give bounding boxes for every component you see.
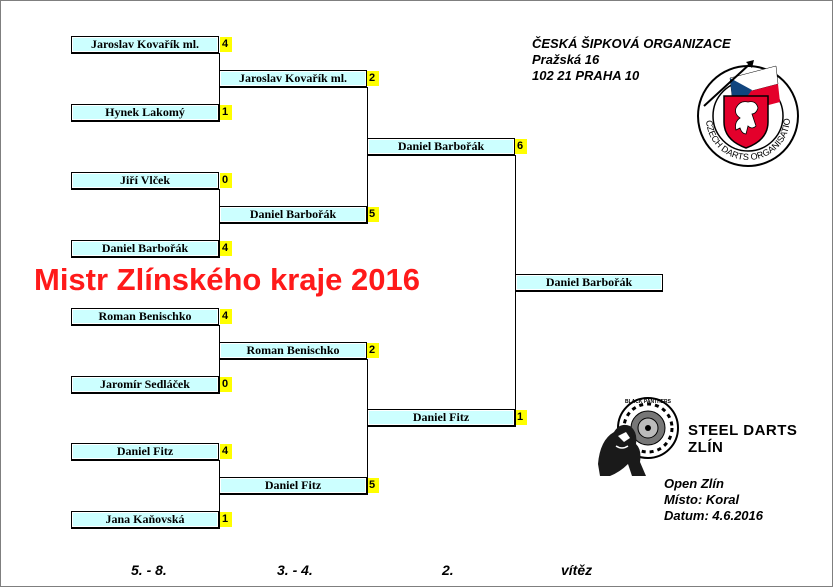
round3-player-1[interactable]: Daniel Barbořák xyxy=(367,138,515,155)
club-name: STEEL DARTS ZLÍN xyxy=(688,422,798,456)
round-label-winner: vítěz xyxy=(561,562,593,578)
round-label-2: 2. xyxy=(442,562,454,578)
connector-line xyxy=(515,291,663,292)
connector-line xyxy=(219,87,367,88)
round1-player-7[interactable]: Daniel Fitz xyxy=(71,443,219,460)
round2-player-3[interactable]: Roman Benischko xyxy=(219,342,367,359)
connector-line xyxy=(71,460,219,461)
connector-line xyxy=(71,393,219,394)
organization-address: ČESKÁ ŠIPKOVÁ ORGANIZACE Pražská 16 102 … xyxy=(532,36,731,84)
round2-score-2: 5 xyxy=(367,207,379,222)
connector-line xyxy=(71,528,219,529)
round1-player-3[interactable]: Jiří Vlček xyxy=(71,172,219,189)
round2-player-4[interactable]: Daniel Fitz xyxy=(219,477,367,494)
round1-score-5: 4 xyxy=(220,309,232,324)
round2-score-1: 2 xyxy=(367,71,379,86)
round1-score-4: 4 xyxy=(220,241,232,256)
connector-line xyxy=(71,189,219,190)
round1-score-8: 1 xyxy=(220,512,232,527)
event-info: Open Zlín Místo: Koral Datum: 4.6.2016 xyxy=(664,476,763,524)
organization-street: Pražská 16 xyxy=(532,52,600,67)
round1-player-5[interactable]: Roman Benischko xyxy=(71,308,219,325)
round1-player-1[interactable]: Jaroslav Kovařík ml. xyxy=(71,36,219,53)
round2-score-3: 2 xyxy=(367,343,379,358)
organization-name: ČESKÁ ŠIPKOVÁ ORGANIZACE xyxy=(532,36,731,51)
round1-score-2: 1 xyxy=(220,105,232,120)
connector-line xyxy=(219,223,367,224)
round-label-5-8: 5. - 8. xyxy=(131,562,167,578)
round1-player-2[interactable]: Hynek Lakomý xyxy=(71,104,219,121)
black-panther-dartboard-icon: BLACK PANTHERS xyxy=(598,397,679,476)
connector-line xyxy=(71,121,219,122)
round3-score-2: 1 xyxy=(515,410,527,425)
connector-line xyxy=(71,325,219,326)
winner-box[interactable]: Daniel Barbořák xyxy=(515,274,663,291)
round2-player-2[interactable]: Daniel Barbořák xyxy=(219,206,367,223)
connector-line xyxy=(367,359,368,495)
czech-darts-organisation-logo: CZECH DARTS ORGANISATION xyxy=(690,56,799,167)
round1-player-6[interactable]: Jaromír Sedláček xyxy=(71,376,219,393)
connector-line xyxy=(367,426,515,427)
round2-score-4: 5 xyxy=(367,478,379,493)
connector-line xyxy=(71,53,219,54)
connector-line xyxy=(219,494,367,495)
round2-player-1[interactable]: Jaroslav Kovařík ml. xyxy=(219,70,367,87)
connector-line xyxy=(367,155,515,156)
event-date: Datum: 4.6.2016 xyxy=(664,508,763,523)
event-name: Open Zlín xyxy=(664,476,724,491)
round1-score-6: 0 xyxy=(220,377,232,392)
round1-player-8[interactable]: Jana Kaňovská xyxy=(71,511,219,528)
round3-player-2[interactable]: Daniel Fitz xyxy=(367,409,515,426)
round3-score-1: 6 xyxy=(515,139,527,154)
organization-city: 102 21 PRAHA 10 xyxy=(532,68,640,83)
connector-line xyxy=(71,257,219,258)
round1-score-3: 0 xyxy=(220,173,232,188)
round-label-3-4: 3. - 4. xyxy=(277,562,313,578)
round1-score-1: 4 xyxy=(220,37,232,52)
connector-line xyxy=(219,359,367,360)
round1-score-7: 4 xyxy=(220,444,232,459)
round1-player-4[interactable]: Daniel Barbořák xyxy=(71,240,219,257)
club-badge-text: BLACK PANTHERS xyxy=(625,399,672,405)
event-venue: Místo: Koral xyxy=(664,492,740,507)
tournament-title: Mistr Zlínského kraje 2016 xyxy=(34,262,420,297)
